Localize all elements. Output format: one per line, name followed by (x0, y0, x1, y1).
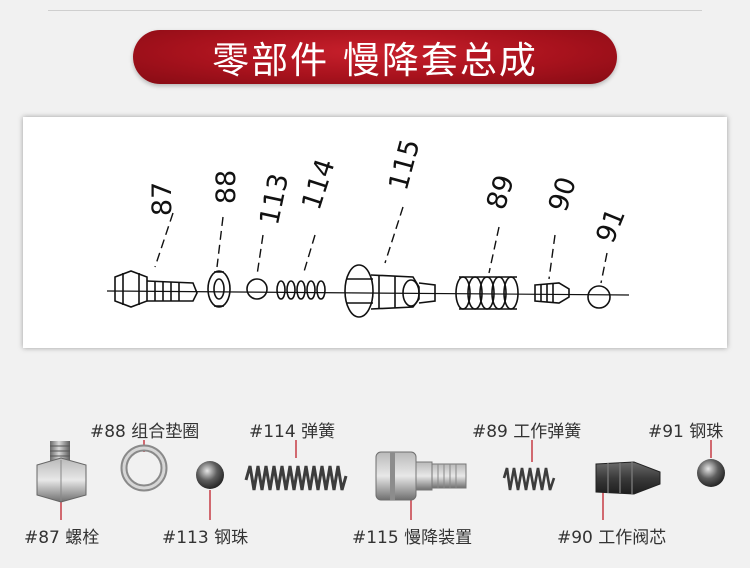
label-part-87: #87 螺栓 (24, 528, 100, 548)
diagram-part-113 (246, 278, 268, 300)
diagram-part-91 (587, 285, 611, 309)
label-part-88: #88 组合垫圈 (90, 422, 200, 442)
top-divider (48, 10, 702, 11)
diagram-part-114 (276, 280, 326, 300)
diagram-part-90 (534, 282, 570, 304)
part-image-88 (120, 444, 168, 492)
label-part-115: #115 慢降装置 (352, 528, 473, 548)
diagram-part-115 (344, 264, 436, 318)
part-image-90 (595, 461, 661, 495)
label-part-114: #114 弹簧 (249, 422, 336, 442)
diagram-part-89 (455, 276, 519, 310)
diagram-number-88: 88 (211, 170, 242, 204)
part-image-89 (502, 467, 556, 491)
exploded-diagram: 87 88 113 114 115 89 90 91 (23, 117, 727, 348)
part-image-91 (697, 459, 725, 487)
diagram-axis (106, 290, 630, 296)
diagram-number-87: 87 (147, 182, 178, 216)
label-part-113: #113 钢珠 (162, 528, 249, 548)
label-part-91: #91 钢珠 (648, 422, 724, 442)
label-part-90: #90 工作阀芯 (557, 528, 667, 548)
title-banner: 零部件 慢降套总成 (133, 30, 617, 84)
part-image-113 (196, 461, 224, 489)
page-title: 零部件 慢降套总成 (212, 39, 538, 82)
diagram-svg: 87 88 113 114 115 89 90 91 (106, 136, 632, 318)
diagram-part-88 (207, 270, 231, 308)
part-image-115 (375, 451, 467, 501)
part-image-114 (244, 465, 348, 491)
diagram-part-87 (114, 270, 198, 308)
part-image-87 (36, 441, 87, 503)
label-part-89: #89 工作弹簧 (472, 422, 582, 442)
